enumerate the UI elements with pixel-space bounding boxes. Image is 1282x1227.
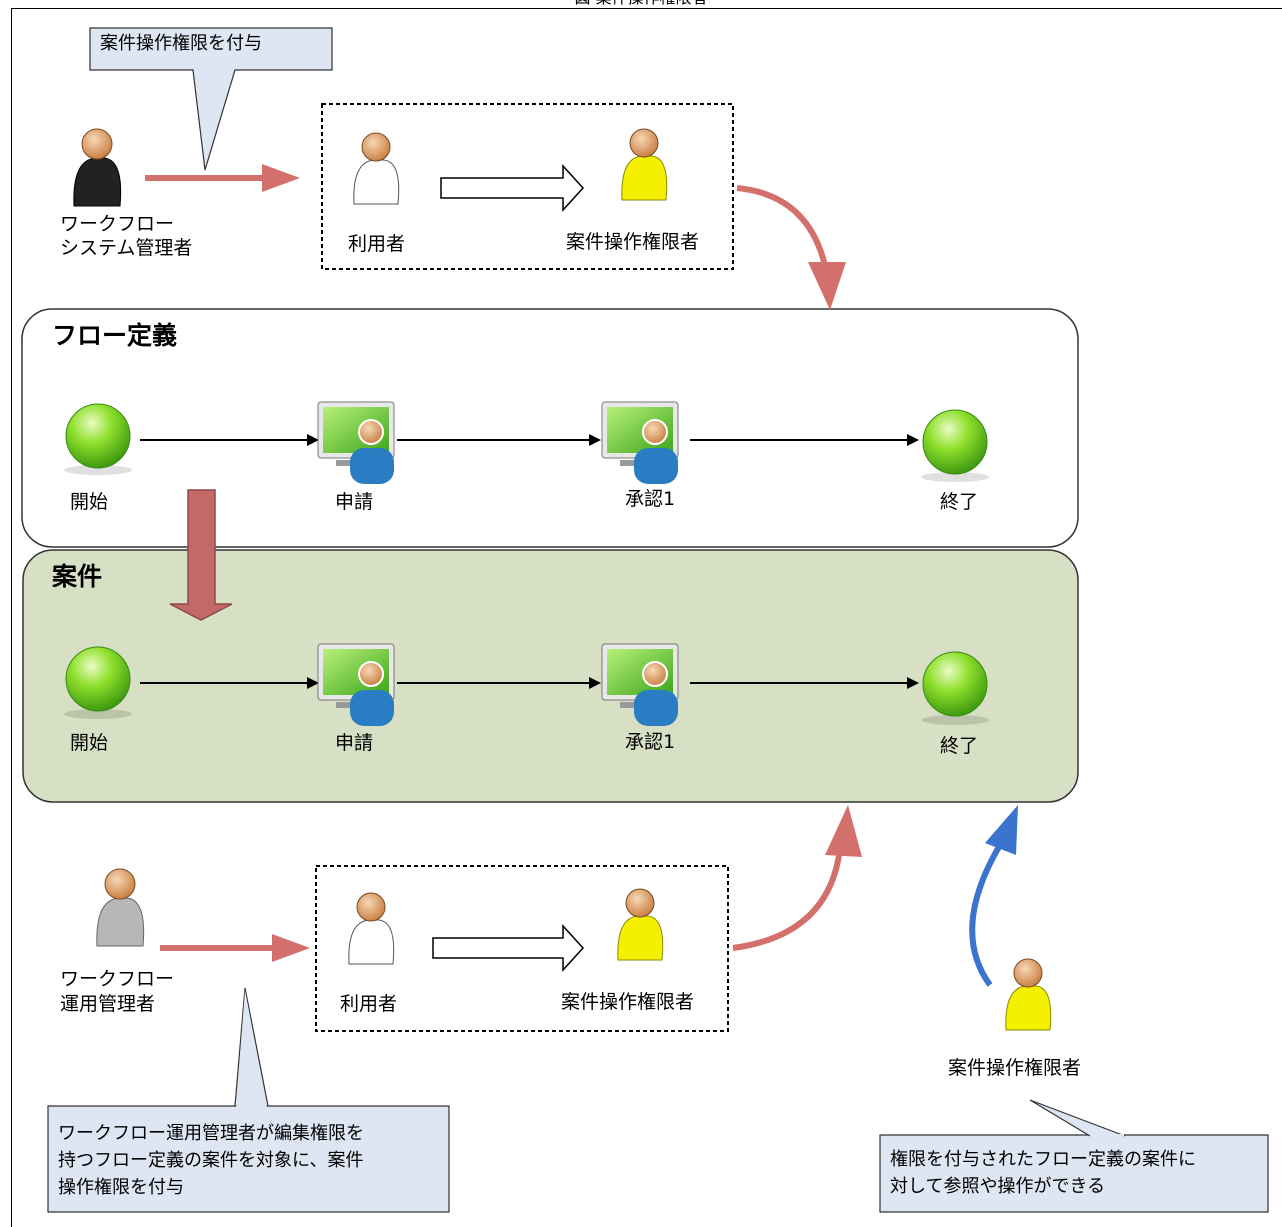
- hollow-arrow-bottom: [432, 924, 585, 972]
- right-callout-box: [879, 1134, 1269, 1213]
- case-panel: [22, 549, 1079, 803]
- ops-admin-label-line2: 運用管理者: [60, 993, 156, 1015]
- top-operator-label: 案件操作権限者: [566, 231, 700, 253]
- bottom-callout-line3: 操作権限を付与: [58, 1177, 184, 1198]
- apply-step-icon-case: [317, 643, 395, 726]
- ops-admin-label-line1: ワークフロー: [60, 968, 175, 990]
- blue-curve-to-case: [969, 843, 1003, 987]
- flow-definition-title: フロー定義: [52, 321, 178, 350]
- red-curve-to-flow-definition: [736, 185, 829, 271]
- system-admin-person-icon: [73, 128, 122, 207]
- def-node-start-label: 開始: [70, 491, 109, 513]
- right-operator-label: 案件操作権限者: [948, 1057, 1082, 1079]
- page-title: 図 案件操作権限者: [0, 0, 1282, 8]
- case-node-end-label: 終了: [940, 735, 979, 757]
- right-callout-line2: 対して参照や操作ができる: [890, 1176, 1106, 1197]
- system-admin-label-line1: ワークフロー: [60, 213, 175, 235]
- diagram-frame: [11, 8, 1282, 1227]
- right-callout-line1: 権限を付与されたフロー定義の案件に: [890, 1149, 1196, 1170]
- red-curve-to-case: [732, 847, 843, 951]
- case-node-apply-label: 申請: [335, 732, 374, 754]
- user-person-icon-bottom: [348, 892, 395, 965]
- start-node-definition: [64, 403, 132, 475]
- bottom-callout-line1: ワークフロー運用管理者が編集権限を: [58, 1123, 364, 1144]
- case-node-approve-label: 承認1: [625, 731, 676, 753]
- bottom-operator-label: 案件操作権限者: [561, 991, 695, 1013]
- case-operator-person-icon-top: [621, 128, 668, 201]
- start-node-case: [64, 646, 132, 719]
- case-title: 案件: [52, 562, 103, 591]
- system-admin-label-line2: システム管理者: [60, 237, 193, 259]
- bottom-callout-line2: 持つフロー定義の案件を対象に、案件: [58, 1150, 364, 1171]
- case-operator-person-icon-right: [1005, 958, 1052, 1031]
- def-node-apply-label: 申請: [335, 491, 374, 513]
- case-operator-person-icon-bottom: [617, 888, 664, 961]
- approve-step-icon-case: [601, 643, 679, 726]
- top-callout-text: 案件操作権限を付与: [100, 33, 262, 54]
- definition-to-case-arrow: [169, 489, 233, 621]
- def-node-end-label: 終了: [940, 491, 979, 513]
- top-user-label: 利用者: [348, 233, 406, 255]
- approve-step-icon-definition: [601, 401, 679, 484]
- top-callout-box: [89, 27, 333, 171]
- end-node-case: [921, 651, 989, 725]
- end-node-definition: [921, 409, 989, 482]
- def-node-approve-label: 承認1: [625, 488, 676, 510]
- top-assignment-box: [321, 103, 734, 270]
- bottom-user-label: 利用者: [340, 993, 398, 1015]
- case-node-start-label: 開始: [70, 732, 109, 754]
- flow-definition-panel: [21, 308, 1079, 548]
- user-person-icon-top: [353, 132, 400, 205]
- apply-step-icon-definition: [317, 401, 395, 484]
- hollow-arrow-top: [440, 164, 585, 212]
- bottom-assignment-box: [315, 865, 729, 1032]
- operations-admin-person-icon: [96, 868, 145, 947]
